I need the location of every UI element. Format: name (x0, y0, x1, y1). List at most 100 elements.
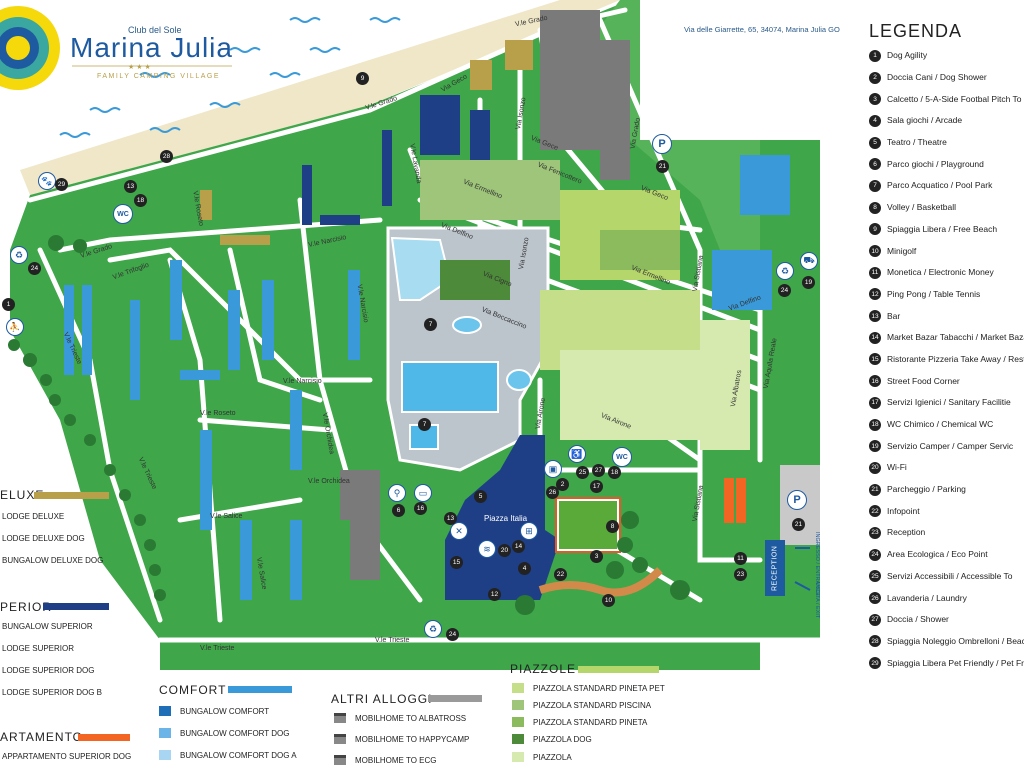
marker-7[interactable]: 7 (424, 318, 437, 331)
marker-18[interactable]: 18 (134, 194, 147, 207)
wc-icon[interactable]: WC (612, 447, 632, 467)
legend-label: Parco Acquatico / Pool Park (887, 180, 993, 191)
marker-14[interactable]: 14 (512, 540, 525, 553)
brand-stars: ★★★ (128, 64, 153, 71)
marker-17[interactable]: 17 (590, 480, 603, 493)
legend-label: Servizio Camper / Camper Servic (887, 440, 1014, 451)
recycle-icon[interactable]: ♻ (424, 620, 442, 638)
legend-label: Volley / Basketball (887, 202, 956, 213)
marker-12[interactable]: 12 (488, 588, 501, 601)
dog-agility-icon[interactable]: ⛹ (6, 318, 24, 336)
restaurant-icon[interactable]: ✕ (450, 522, 468, 540)
category-deluxe-item: LODGE DELUXE DOG (2, 534, 85, 543)
wifi-icon[interactable]: ≋ (478, 540, 496, 558)
marker-3[interactable]: 3 (590, 550, 603, 563)
marker-5[interactable]: 5 (474, 490, 487, 503)
legend-label: Dog Agility (887, 50, 928, 61)
legend-label: Ping Pong / Table Tennis (887, 288, 981, 299)
recycle-icon[interactable]: ♻ (776, 262, 794, 280)
marker-22[interactable]: 22 (554, 568, 567, 581)
marker-13[interactable]: 13 (444, 512, 457, 525)
category-altri-label: MOBILHOME TO ECG (355, 755, 437, 765)
marker-9[interactable]: 9 (356, 72, 369, 85)
legend-number: 24 (869, 548, 881, 561)
legend-label: Sala giochi / Arcade (887, 115, 963, 126)
marker-4[interactable]: 4 (518, 562, 531, 575)
marker-11[interactable]: 11 (734, 552, 747, 565)
marker-26[interactable]: 26 (546, 486, 559, 499)
road-label: V.le Orchidea (308, 478, 350, 485)
marker-24[interactable]: 24 (778, 284, 791, 297)
marker-18[interactable]: 18 (608, 466, 621, 479)
category-altri-label: MOBILHOME TO ALBATROSS (355, 713, 467, 723)
marker-23[interactable]: 23 (734, 568, 747, 581)
category-comfort-item: BUNGALOW COMFORT DOG A (159, 750, 297, 760)
legend-number: 1 (869, 49, 881, 62)
marker-29[interactable]: 29 (55, 178, 68, 191)
swatch (159, 728, 171, 738)
marker-7[interactable]: 7 (418, 418, 431, 431)
recycle-icon[interactable]: ♻ (10, 246, 28, 264)
reception-building[interactable]: RECEPTION (765, 540, 785, 596)
swatch (159, 750, 171, 760)
brand-tagline: FAMILY CAMPING VILLAGE (97, 73, 220, 80)
marker-21[interactable]: 21 (792, 518, 805, 531)
marker-24[interactable]: 24 (28, 262, 41, 275)
road-label: V.le Roseto (200, 410, 236, 417)
legend-label: Spiaggia Noleggio Ombrelloni / Beach Ser… (887, 635, 1024, 646)
legend-number: 6 (869, 158, 881, 171)
marker-21[interactable]: 21 (656, 160, 669, 173)
address: Via delle Giarrette, 65, 34074, Marina J… (684, 25, 840, 34)
legend-number: 20 (869, 461, 881, 474)
marker-27[interactable]: 27 (592, 464, 605, 477)
pet-icon[interactable]: 🐾 (38, 172, 56, 190)
legend-number: 16 (869, 375, 881, 388)
market-icon[interactable]: ⊞ (520, 522, 538, 540)
legend-number: 13 (869, 310, 881, 323)
legend-label: Servizi Accessibili / Accessible To (887, 570, 1013, 581)
marker-20[interactable]: 20 (498, 544, 511, 557)
wc-icon[interactable]: WC (113, 204, 133, 224)
marker-6[interactable]: 6 (392, 504, 405, 517)
legend-number: 9 (869, 223, 881, 236)
category-comfort-item: BUNGALOW COMFORT (159, 706, 269, 716)
legend-item: 25 Servizi Accessibili / Accessible To (869, 566, 1024, 588)
marker-28[interactable]: 28 (160, 150, 173, 163)
marker-2[interactable]: 2 (556, 478, 569, 491)
legend-title: LEGENDA (869, 21, 963, 41)
parking-icon[interactable]: P (787, 490, 807, 510)
category-comfort-label: BUNGALOW COMFORT (180, 706, 270, 716)
legend-number: 10 (869, 245, 881, 258)
marker-24[interactable]: 24 (446, 628, 459, 641)
parking-icon[interactable]: P (652, 134, 672, 154)
marker-16[interactable]: 16 (414, 502, 427, 515)
road-label: V.le Trieste (200, 645, 235, 652)
camper-icon[interactable]: ⛟ (800, 252, 818, 270)
legend-label: WC Chimico / Chemical WC (887, 419, 994, 430)
legend-label: Parcheggio / Parking (887, 484, 966, 495)
marker-25[interactable]: 25 (576, 466, 589, 479)
map-canvas (0, 0, 820, 670)
legend-label: Market Bazar Tabacchi / Market Bazaar To… (887, 332, 1024, 343)
marker-1[interactable]: 1 (2, 298, 15, 311)
legend-label: Doccia Cani / Dog Shower (887, 72, 987, 83)
marker-8[interactable]: 8 (606, 520, 619, 533)
playground-icon[interactable]: ⚲ (388, 484, 406, 502)
accessible-icon[interactable]: ♿ (568, 445, 586, 463)
marker-15[interactable]: 15 (450, 556, 463, 569)
bus-icon[interactable]: ▭ (414, 484, 432, 502)
marker-13[interactable]: 13 (124, 180, 137, 193)
laundry-icon[interactable]: ▣ (544, 460, 562, 478)
legend-number: 25 (869, 570, 881, 583)
legend-label: Doccia / Shower (887, 614, 949, 625)
marker-19[interactable]: 19 (802, 276, 815, 289)
marker-10[interactable]: 10 (602, 594, 615, 607)
